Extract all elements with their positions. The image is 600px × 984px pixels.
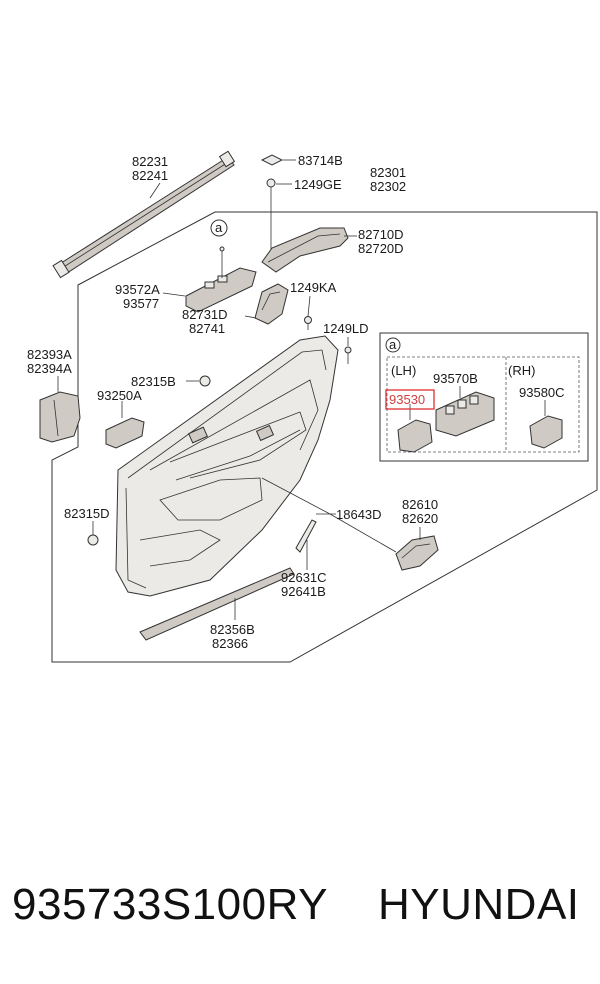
label-93530: 93530: [389, 392, 425, 407]
inner-handle-part: [254, 283, 289, 325]
label-rh: (RH): [508, 363, 535, 378]
label-82356b: 82356B: [210, 622, 255, 637]
label-82366: 82366: [212, 636, 248, 651]
label-82610: 82610: [402, 497, 438, 512]
label-82315d: 82315D: [64, 506, 110, 521]
switch-panel-part: [185, 246, 257, 313]
highlight-box: [385, 389, 435, 410]
weatherstrip-part: [52, 150, 236, 279]
label-82302: 82302: [370, 179, 406, 194]
label-lh: (LH): [391, 363, 416, 378]
screw-1249ld-part: [344, 346, 352, 364]
label-82620: 82620: [402, 511, 438, 526]
label-82241: 82241: [132, 168, 168, 183]
clip-82315b-part: [199, 375, 211, 387]
screw-1249ge-part: [266, 178, 276, 194]
label-82394a: 82394A: [27, 361, 72, 376]
speaker-cover-part: [39, 391, 81, 443]
part-number-text: 935733S100RY: [12, 880, 328, 929]
switch-93250a-part: [105, 417, 145, 449]
inset-switch-93580c-part: [529, 400, 563, 449]
callout-a-circle: [210, 219, 228, 237]
screw-1249ka-part: [304, 316, 312, 330]
brand-text: HYUNDAI: [378, 880, 580, 929]
label-92641b: 92641B: [281, 584, 326, 599]
label-82315b: 82315B: [131, 374, 176, 389]
label-1249ge: 1249GE: [294, 177, 342, 192]
lamp-strip-part: [295, 519, 317, 553]
outer-handle-part: [395, 535, 439, 571]
label-83714b: 83714B: [298, 153, 343, 168]
label-82731d: 82731D: [182, 307, 228, 322]
label-93580c: 93580C: [519, 385, 565, 400]
label-93570b: 93570B: [433, 371, 478, 386]
label-93577: 93577: [123, 296, 159, 311]
inset-a-label: a: [389, 337, 397, 352]
footer: 935733S100RY HYUNDAI: [0, 880, 600, 950]
label-93250a: 93250A: [97, 388, 142, 403]
label-82231: 82231: [132, 154, 168, 169]
label-93572a: 93572A: [115, 282, 160, 297]
label-82393a: 82393A: [27, 347, 72, 362]
lower-strip-part: [139, 567, 295, 641]
label-82720d: 82720D: [358, 241, 404, 256]
label-92631c: 92631C: [281, 570, 327, 585]
assembly-frame: [51, 211, 598, 663]
inset-switch-93570b-part: [435, 386, 495, 437]
clip-83714b-part: [260, 154, 284, 166]
clip-82315d-part: [87, 534, 99, 546]
label-1249ka: 1249KA: [290, 280, 337, 295]
inset-box: [379, 332, 589, 462]
callout-a-label: a: [215, 220, 223, 235]
door-garnish-part: [261, 227, 349, 273]
label-82741: 82741: [189, 321, 225, 336]
door-trim-panel: [115, 335, 339, 597]
label-82301: 82301: [370, 165, 406, 180]
label-18643d: 18643D: [336, 507, 382, 522]
label-1249ld: 1249LD: [323, 321, 369, 336]
inset-switch-93530-part: [397, 404, 433, 453]
label-82710d: 82710D: [358, 227, 404, 242]
